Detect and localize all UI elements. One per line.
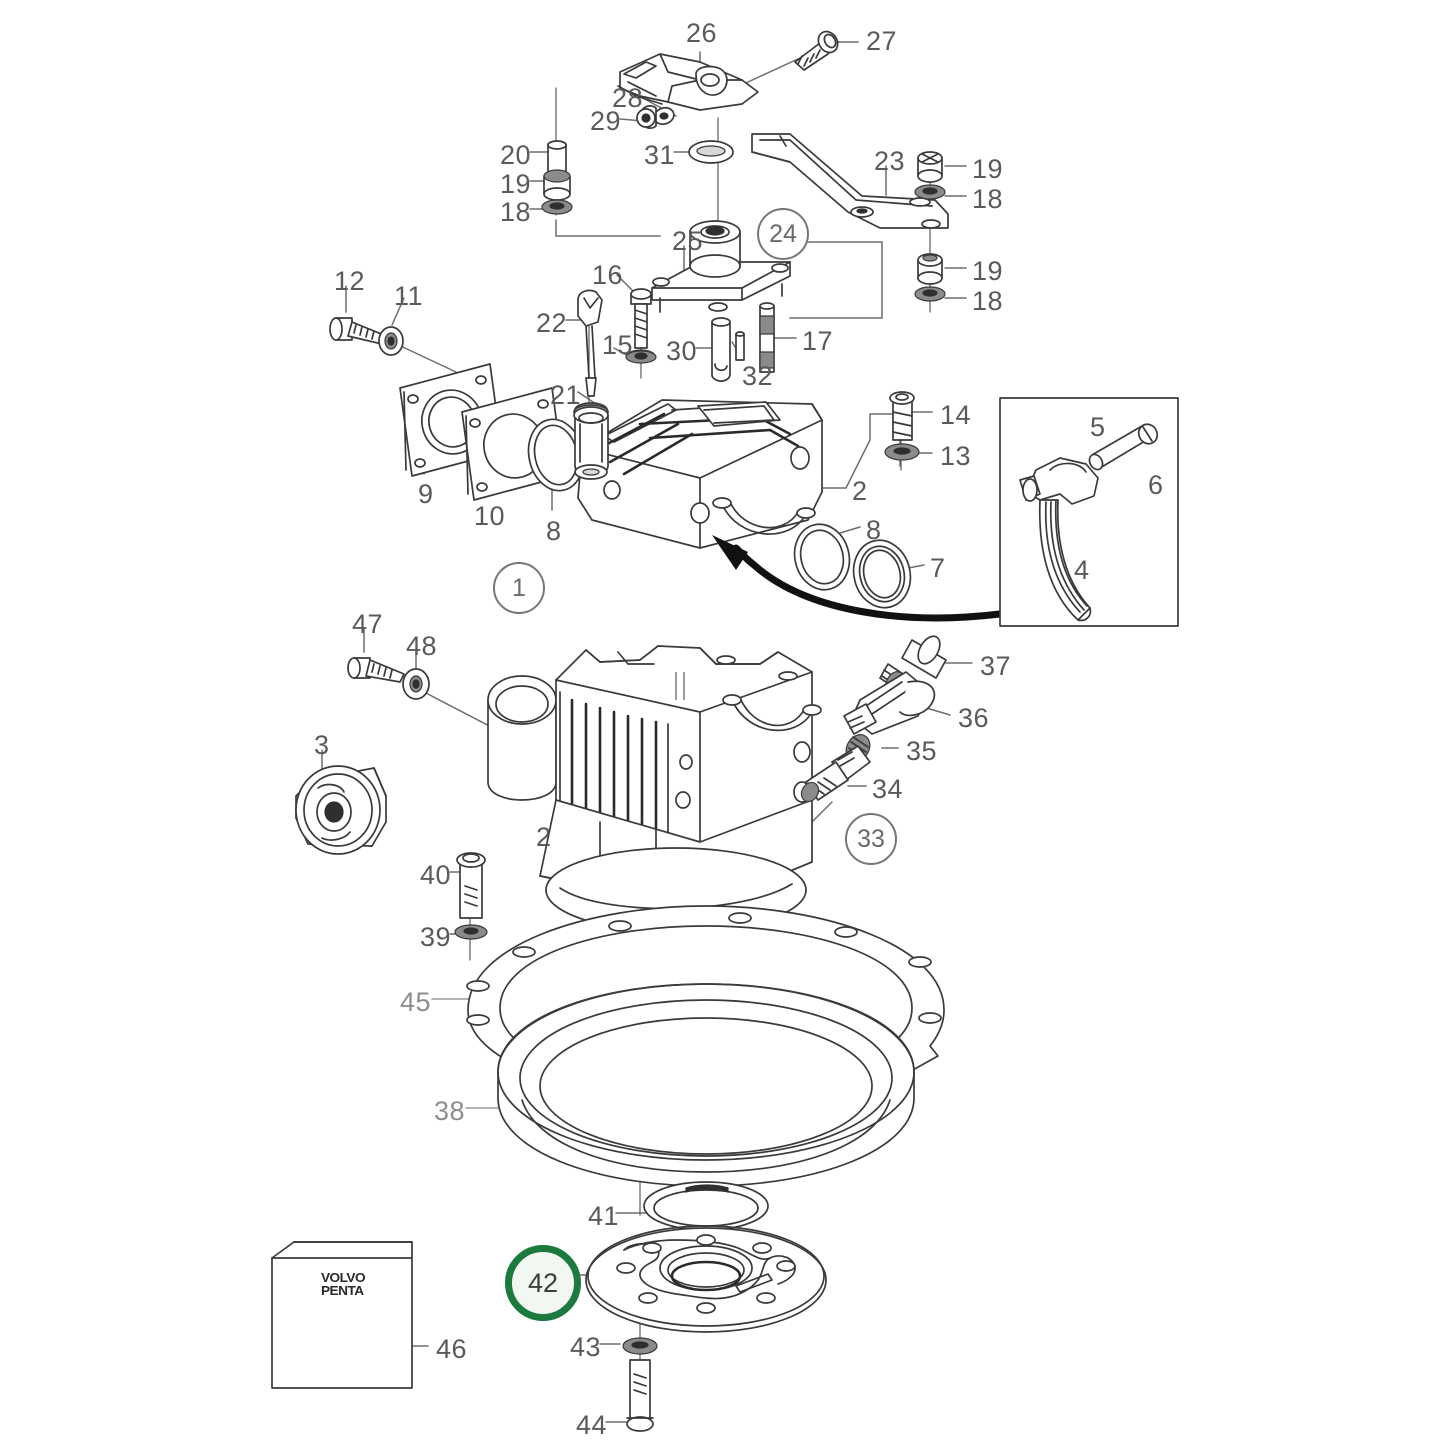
part-42-mounting-plate (585, 1225, 827, 1333)
assembly-ref-42-highlighted[interactable]: 42 (505, 1245, 581, 1321)
part-15-washer (625, 350, 657, 364)
part-41-oring (643, 1181, 769, 1231)
brand-line-1: VOLVO (320, 1270, 366, 1285)
part-26-lever (617, 53, 759, 111)
part-28-29-bushings (636, 105, 675, 129)
inset-pointer-arrow (712, 535, 1004, 622)
callout-27: 27 (866, 26, 898, 56)
parts-20-19-18-stack (541, 140, 573, 215)
callout-9: 9 (418, 479, 434, 509)
part-48-washer (402, 668, 430, 700)
part-39-washer (454, 924, 488, 940)
part-4-shift-fork (1019, 457, 1099, 622)
callout-19-b: 19 (972, 154, 1004, 184)
callout-22: 22 (536, 308, 568, 338)
lower-housing-body (487, 645, 822, 933)
callout-35: 35 (906, 736, 938, 766)
callout-18-a: 18 (500, 197, 532, 227)
callout-8-a: 8 (546, 516, 562, 546)
callout-10: 10 (474, 501, 506, 531)
part-8b-seal (793, 523, 851, 591)
callout-32: 32 (742, 361, 774, 391)
part-7-seal (852, 539, 912, 609)
callout-31: 31 (644, 140, 676, 170)
part-6-pin-end (1137, 423, 1159, 445)
callout-46: 46 (436, 1334, 468, 1364)
callout-41: 41 (588, 1201, 620, 1231)
part-38-ring (497, 983, 915, 1187)
callout-4: 4 (1074, 555, 1090, 585)
callout-13: 13 (940, 441, 972, 471)
callout-19-a: 19 (500, 169, 532, 199)
callout-17: 17 (802, 326, 834, 356)
callout-11: 11 (394, 281, 424, 311)
part-36-sensor-body (843, 671, 936, 735)
part-31-seal (688, 140, 734, 164)
part-47-bolt (347, 657, 405, 683)
callout-2-upper: 2 (852, 476, 868, 506)
callout-14: 14 (940, 400, 972, 430)
callout-20: 20 (500, 140, 532, 170)
callout-3: 3 (314, 730, 330, 760)
callout-6: 6 (1148, 470, 1164, 500)
part-34-sensor (800, 745, 871, 803)
callout-47: 47 (352, 609, 384, 639)
parts-19-18-right-upper (914, 151, 946, 200)
callout-28: 28 (612, 83, 644, 113)
callout-2-lower: 2 (536, 822, 552, 852)
callout-8-b: 8 (866, 515, 882, 545)
part-23-bracket (751, 133, 949, 229)
callout-34: 34 (872, 774, 904, 804)
part-30-pin (711, 317, 731, 382)
callout-5: 5 (1090, 412, 1106, 442)
callout-45: 45 (400, 987, 432, 1017)
callout-30: 30 (666, 336, 698, 366)
assembly-ref-1[interactable]: 1 (493, 562, 545, 614)
callout-38: 38 (434, 1096, 466, 1126)
part-14-bolt (889, 391, 915, 441)
callout-18-c: 18 (972, 286, 1004, 316)
callout-12: 12 (334, 266, 366, 296)
callout-40: 40 (420, 860, 452, 890)
callout-44: 44 (576, 1410, 608, 1440)
part-40-bolt (456, 852, 486, 919)
parts-19-18-right-lower (914, 253, 946, 302)
callout-23: 23 (874, 146, 906, 176)
part-11-washer (378, 326, 404, 356)
part-46-package-box (271, 1241, 413, 1389)
assembly-ref-24[interactable]: 24 (757, 208, 809, 260)
upper-housing-body (573, 399, 823, 549)
callout-48: 48 (406, 631, 438, 661)
callout-19-c: 19 (972, 256, 1004, 286)
part-17-rod (759, 302, 775, 373)
callout-37: 37 (980, 651, 1012, 681)
volvo-penta-logo: VOLVO PENTA (320, 1270, 366, 1299)
part-43-washer (622, 1337, 658, 1355)
part-27-bolt (794, 30, 839, 71)
callout-21: 21 (550, 380, 582, 410)
brand-line-2: PENTA (320, 1283, 364, 1299)
callout-43: 43 (570, 1332, 602, 1362)
part-32-pin (735, 331, 745, 361)
callout-15: 15 (602, 330, 634, 360)
callout-29: 29 (590, 106, 622, 136)
part-44-bolt (626, 1359, 654, 1432)
part-25-top-plate (651, 220, 791, 313)
part-3-bushing (295, 765, 387, 855)
callout-18-b: 18 (972, 184, 1004, 214)
callout-7: 7 (930, 553, 946, 583)
callout-25: 25 (672, 226, 704, 256)
part-12-bolt (329, 317, 387, 345)
assembly-ref-33[interactable]: 33 (845, 813, 897, 865)
callout-16: 16 (592, 260, 624, 290)
part-13-washer (884, 443, 920, 461)
callout-26: 26 (686, 18, 718, 48)
callout-39: 39 (420, 922, 452, 952)
callout-36: 36 (958, 703, 990, 733)
